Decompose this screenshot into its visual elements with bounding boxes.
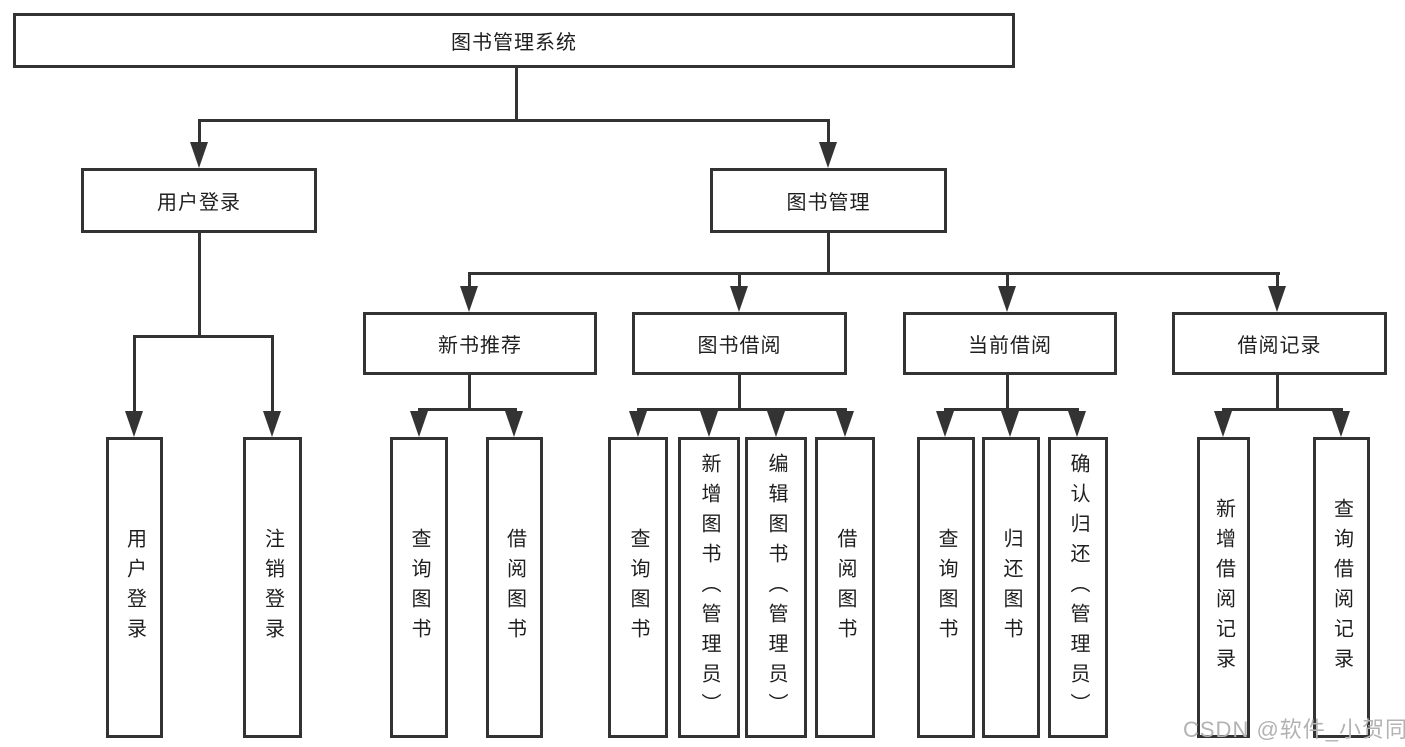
connector-line bbox=[738, 272, 741, 290]
arrowhead-icon bbox=[505, 411, 523, 437]
arrowhead-icon bbox=[730, 286, 748, 312]
connector-line bbox=[1006, 272, 1009, 290]
connector-line bbox=[515, 68, 518, 121]
connector-line bbox=[198, 119, 830, 122]
node-label: 新书推荐 bbox=[438, 335, 522, 357]
arrowhead-icon bbox=[836, 411, 854, 437]
connector-line bbox=[418, 408, 517, 411]
connector-line bbox=[637, 408, 847, 411]
arrowhead-icon bbox=[190, 142, 208, 168]
leaf-label: 查询图书 bbox=[627, 527, 649, 648]
connector-line bbox=[827, 119, 830, 146]
arrowhead-icon bbox=[125, 411, 143, 437]
leaf-label: 注销登录 bbox=[261, 527, 284, 648]
node-current-borrowing: 当前借阅 bbox=[903, 312, 1117, 375]
node-label: 借阅记录 bbox=[1237, 335, 1322, 357]
node-library-management-system: 图书管理系统 bbox=[13, 13, 1015, 68]
leaf-records-query-record: 查询借阅记录 bbox=[1313, 437, 1370, 738]
arrowhead-icon bbox=[700, 411, 718, 437]
node-label: 用户登录 bbox=[157, 192, 241, 214]
arrowhead-icon bbox=[998, 286, 1016, 312]
connector-line bbox=[468, 272, 471, 290]
leaf-recommend-borrow-books: 借阅图书 bbox=[486, 437, 543, 738]
connector-line bbox=[271, 335, 274, 415]
connector-line bbox=[1006, 375, 1009, 411]
leaf-records-add-record: 新增借阅记录 bbox=[1197, 437, 1250, 738]
connector-line bbox=[1276, 272, 1279, 290]
arrowhead-icon bbox=[410, 411, 428, 437]
leaf-label: 借阅图书 bbox=[503, 527, 526, 648]
watermark: CSDN @软件_小贺同学 bbox=[1183, 717, 1405, 742]
connector-line bbox=[468, 375, 471, 411]
leaf-label: 新增借阅记录 bbox=[1212, 497, 1235, 678]
node-new-book-recommendation: 新书推荐 bbox=[363, 312, 597, 375]
connector-line bbox=[827, 233, 830, 274]
connector-line bbox=[1222, 408, 1342, 411]
leaf-label: 新增图书（管理员） bbox=[698, 452, 720, 723]
leaf-label: 借阅图书 bbox=[834, 527, 856, 648]
leaf-label: 查询图书 bbox=[935, 527, 957, 648]
leaf-label: 编辑图书（管理员） bbox=[765, 452, 787, 723]
arrowhead-icon bbox=[819, 142, 837, 168]
leaf-recommend-query-books: 查询图书 bbox=[390, 437, 448, 738]
node-borrowing-records: 借阅记录 bbox=[1172, 312, 1387, 375]
arrowhead-icon bbox=[1068, 411, 1086, 437]
node-user-login: 用户登录 bbox=[81, 168, 317, 233]
connector-line bbox=[468, 272, 1280, 275]
connector-line bbox=[1276, 375, 1279, 411]
arrowhead-icon bbox=[460, 286, 478, 312]
arrowhead-icon bbox=[629, 411, 647, 437]
arrowhead-icon bbox=[767, 411, 785, 437]
leaf-label: 确认归还（管理员） bbox=[1067, 452, 1089, 723]
arrowhead-icon bbox=[1001, 411, 1019, 437]
leaf-borrow-edit-books-admin: 编辑图书（管理员） bbox=[745, 437, 807, 738]
leaf-borrow-query-books: 查询图书 bbox=[608, 437, 668, 738]
connector-line bbox=[738, 375, 741, 411]
leaf-current-return-books: 归还图书 bbox=[982, 437, 1040, 738]
node-book-borrowing: 图书借阅 bbox=[632, 312, 847, 375]
leaf-user-login: 用户登录 bbox=[106, 437, 163, 738]
leaf-logout: 注销登录 bbox=[243, 437, 302, 738]
leaf-borrow-add-books-admin: 新增图书（管理员） bbox=[678, 437, 740, 738]
node-label: 图书管理 bbox=[786, 192, 871, 214]
leaf-label: 查询借阅记录 bbox=[1330, 497, 1353, 678]
connector-line bbox=[133, 335, 274, 338]
leaf-label: 归还图书 bbox=[1000, 527, 1022, 648]
connector-line bbox=[198, 119, 201, 146]
leaf-current-query-books: 查询图书 bbox=[917, 437, 975, 738]
arrowhead-icon bbox=[263, 411, 281, 437]
arrowhead-icon bbox=[1214, 411, 1232, 437]
node-book-management: 图书管理 bbox=[710, 168, 947, 233]
node-label: 当前借阅 bbox=[968, 335, 1052, 357]
leaf-current-confirm-return-admin: 确认归还（管理员） bbox=[1048, 437, 1108, 738]
leaf-borrow-borrow-books: 借阅图书 bbox=[815, 437, 875, 738]
leaf-label: 用户登录 bbox=[123, 527, 146, 648]
arrowhead-icon bbox=[1268, 286, 1286, 312]
arrowhead-icon bbox=[936, 411, 954, 437]
connector-line bbox=[133, 335, 136, 415]
node-label: 图书管理系统 bbox=[451, 32, 577, 54]
connector-line bbox=[198, 233, 201, 337]
arrowhead-icon bbox=[1332, 411, 1350, 437]
leaf-label: 查询图书 bbox=[408, 527, 430, 648]
node-label: 图书借阅 bbox=[697, 335, 782, 357]
